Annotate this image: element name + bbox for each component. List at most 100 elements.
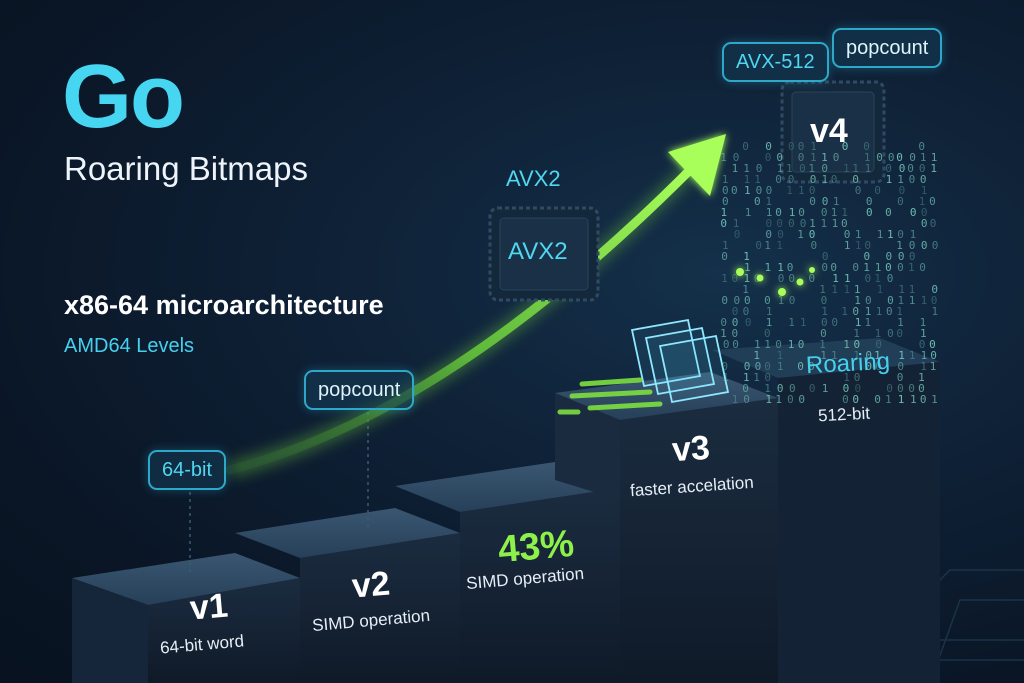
binary-digit: 1 [921, 294, 928, 307]
binary-digit: 0 [842, 140, 849, 153]
binary-digit: 1 [832, 272, 839, 285]
binary-digit: 0 [766, 184, 773, 197]
binary-digit: 1 [843, 338, 850, 351]
binary-digit: 1 [863, 261, 870, 274]
binary-digit: 0 [909, 250, 916, 263]
binary-digit: 0 [820, 327, 827, 340]
binary-digit: 0 [852, 305, 859, 318]
binary-digit: 0 [921, 217, 928, 230]
binary-digit: 0 [732, 327, 739, 340]
binary-digit: 1 [765, 261, 772, 274]
page-subtitle: Roaring Bitmaps [64, 150, 308, 187]
binary-digit: 1 [753, 371, 760, 384]
binary-digit: 0 [909, 151, 916, 164]
binary-digit: 1 [821, 305, 828, 318]
binary-digit: 0 [809, 272, 816, 285]
binary-digit: 1 [798, 184, 805, 197]
binary-digit: 0 [852, 393, 859, 406]
binary-digit: 0 [896, 151, 903, 164]
binary-digit: 0 [896, 327, 903, 340]
binary-digit: 0 [930, 217, 937, 230]
binary-digit: 1 [921, 349, 928, 362]
binary-digit: 0 [734, 228, 741, 241]
binary-digit: 1 [831, 283, 838, 296]
binary-digit: 1 [753, 349, 760, 362]
binary-digit: 0 [743, 393, 750, 406]
binary-digit: 1 [743, 371, 750, 384]
binary-digit: 0 [854, 338, 861, 351]
binary-digit: 1 [855, 228, 862, 241]
binary-digit: 0 [809, 184, 816, 197]
step-roaring-caption: 512-bit [817, 403, 871, 426]
binary-digit: 1 [874, 349, 881, 362]
binary-digit: 1 [754, 338, 761, 351]
binary-digit: 0 [800, 217, 807, 230]
binary-digit: 1 [921, 184, 928, 197]
binary-digit: 0 [899, 184, 906, 197]
glow-dots [736, 267, 815, 296]
binary-digit: 0 [722, 184, 729, 197]
binary-digit: 0 [898, 250, 905, 263]
binary-digit: 0 [929, 338, 936, 351]
binary-digit: 0 [798, 338, 805, 351]
binary-digit: 0 [787, 393, 794, 406]
binary-digit: 1 [821, 217, 828, 230]
binary-digit: 0 [844, 228, 851, 241]
binary-digit: 1 [744, 272, 751, 285]
binary-digit: 0 [899, 162, 906, 175]
growth-arrow-icon [225, 134, 726, 478]
binary-digit: 0 [756, 184, 763, 197]
binary-digit: 1 [732, 393, 739, 406]
binary-digit: 0 [764, 327, 771, 340]
binary-digit: 0 [864, 250, 871, 263]
binary-digit: 1 [885, 393, 892, 406]
binary-digit: 0 [863, 140, 870, 153]
binary-digit: 0 [732, 338, 739, 351]
binary-digit: 1 [808, 162, 815, 175]
binary-digit: 0 [810, 173, 817, 186]
binary-digit: 0 [855, 382, 862, 395]
step-percent: 43% [496, 522, 576, 572]
binary-digit: 0 [744, 294, 751, 307]
binary-digit: 1 [778, 294, 785, 307]
binary-digit: 1 [733, 217, 740, 230]
binary-digit: 0 [897, 382, 904, 395]
binary-digit: 0 [875, 360, 882, 373]
binary-digit: 1 [864, 151, 871, 164]
binary-digit: 1 [786, 162, 793, 175]
binary-digit: 1 [777, 261, 784, 274]
binary-digit: 1 [786, 184, 793, 197]
binary-digit: 0 [744, 360, 751, 373]
binary-digit: 0 [798, 140, 805, 153]
binary-digit: 1 [843, 371, 850, 384]
binary-digit: 1 [766, 305, 773, 318]
binary-digit: 0 [765, 151, 772, 164]
binary-digit: 1 [865, 305, 872, 318]
binary-digit: 1 [841, 305, 848, 318]
binary-digit: 1 [910, 393, 917, 406]
binary-digit: 1 [931, 151, 938, 164]
binary-digit: 0 [921, 239, 928, 252]
chip-icon [488, 206, 600, 302]
binary-digit: 0 [897, 371, 904, 384]
step-v1-level: v1 [188, 586, 230, 628]
binary-digit: 1 [831, 349, 838, 362]
binary-digit: 1 [908, 261, 915, 274]
tag-popcount-top: popcount [832, 28, 943, 68]
binary-digit: 0 [886, 305, 893, 318]
binary-digit: 0 [907, 162, 914, 175]
binary-digit: 0 [798, 151, 805, 164]
binary-digit: 0 [765, 228, 772, 241]
section-heading: x86-64 microarchitecture [64, 290, 384, 320]
binary-digit: 0 [775, 338, 782, 351]
binary-digit: 0 [833, 151, 840, 164]
binary-digit: 0 [909, 239, 916, 252]
binary-digit: 1 [720, 327, 727, 340]
binary-digit: 0 [874, 184, 881, 197]
binary-digit: 1 [810, 151, 817, 164]
binary-digit: 0 [776, 151, 783, 164]
binary-digit: 1 [722, 239, 729, 252]
binary-digit: 1 [854, 294, 861, 307]
binary-digit: 1 [855, 239, 862, 252]
binary-digit: 1 [810, 140, 817, 153]
